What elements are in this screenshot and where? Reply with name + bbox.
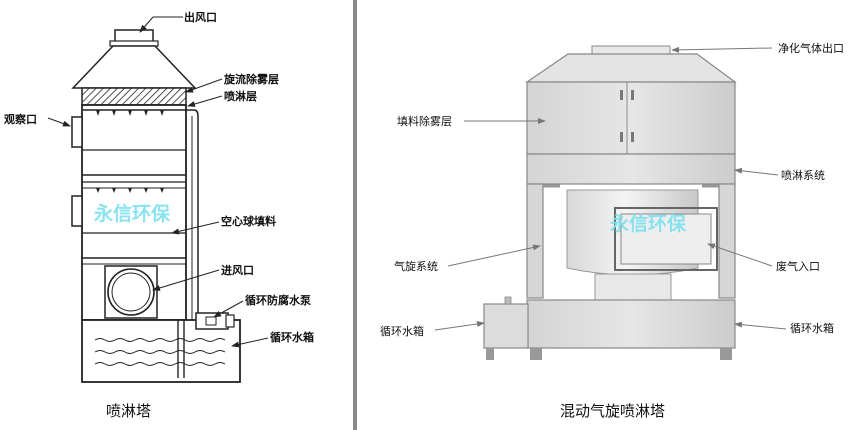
caption-left: 喷淋塔 (106, 402, 151, 420)
panel-divider (353, 0, 357, 430)
label-cyclone-system: 气旋系统 (394, 259, 438, 273)
label-outlet: 出风口 (184, 10, 217, 24)
clean-gas-outlet (591, 45, 671, 55)
label-inlet: 进风口 (221, 263, 254, 277)
top-roof (525, 53, 737, 83)
watermark-right: 永信环保 (609, 212, 687, 235)
label-waste-gas-inlet: 废气入口 (776, 259, 820, 273)
label-pump: 循环防腐水泵 (245, 293, 311, 307)
label-packing: 空心球填料 (221, 214, 276, 228)
demister-layer (81, 87, 187, 106)
spray-system-housing (526, 153, 736, 185)
outlet-duct (114, 29, 154, 43)
label-demister: 旋流除雾层 (223, 72, 279, 86)
label-water-tank-right-base: 循环水箱 (790, 321, 834, 335)
circulation-tank-side (483, 303, 529, 349)
circulation-tank-base (526, 299, 736, 349)
hybrid-cyclone-spray-tower-diagram: 永信环保 净化气体出口 填料除雾层 喷淋系统 气旋系统 废气入口 循环水箱 循环… (380, 41, 844, 420)
label-water-tank-left: 循环水箱 (270, 330, 314, 344)
top-cone (71, 45, 197, 89)
waste-gas-inlet (614, 207, 718, 271)
label-packing-demister: 填料除雾层 (397, 114, 452, 128)
label-spray-system: 喷淋系统 (781, 169, 825, 182)
watermark-left: 永信环保 (93, 202, 171, 225)
label-clean-gas-outlet: 净化气体出口 (778, 41, 844, 55)
label-spray-layer: 喷淋层 (224, 89, 257, 103)
label-observation-port: 观察口 (4, 112, 37, 126)
left-column (526, 183, 544, 299)
observation-port-lower (71, 195, 83, 227)
caption-right: 混动气旋喷淋塔 (560, 402, 665, 420)
spray-tower-diagram: 永信环保 出风口 旋流除雾层 喷淋层 观察口 空心球填料 进风口 循环防腐水泵 … (4, 10, 314, 420)
observation-port-upper (71, 116, 83, 148)
spray-nozzles (96, 110, 164, 116)
right-column (718, 183, 736, 299)
label-water-tank-right-side: 循环水箱 (380, 324, 424, 338)
